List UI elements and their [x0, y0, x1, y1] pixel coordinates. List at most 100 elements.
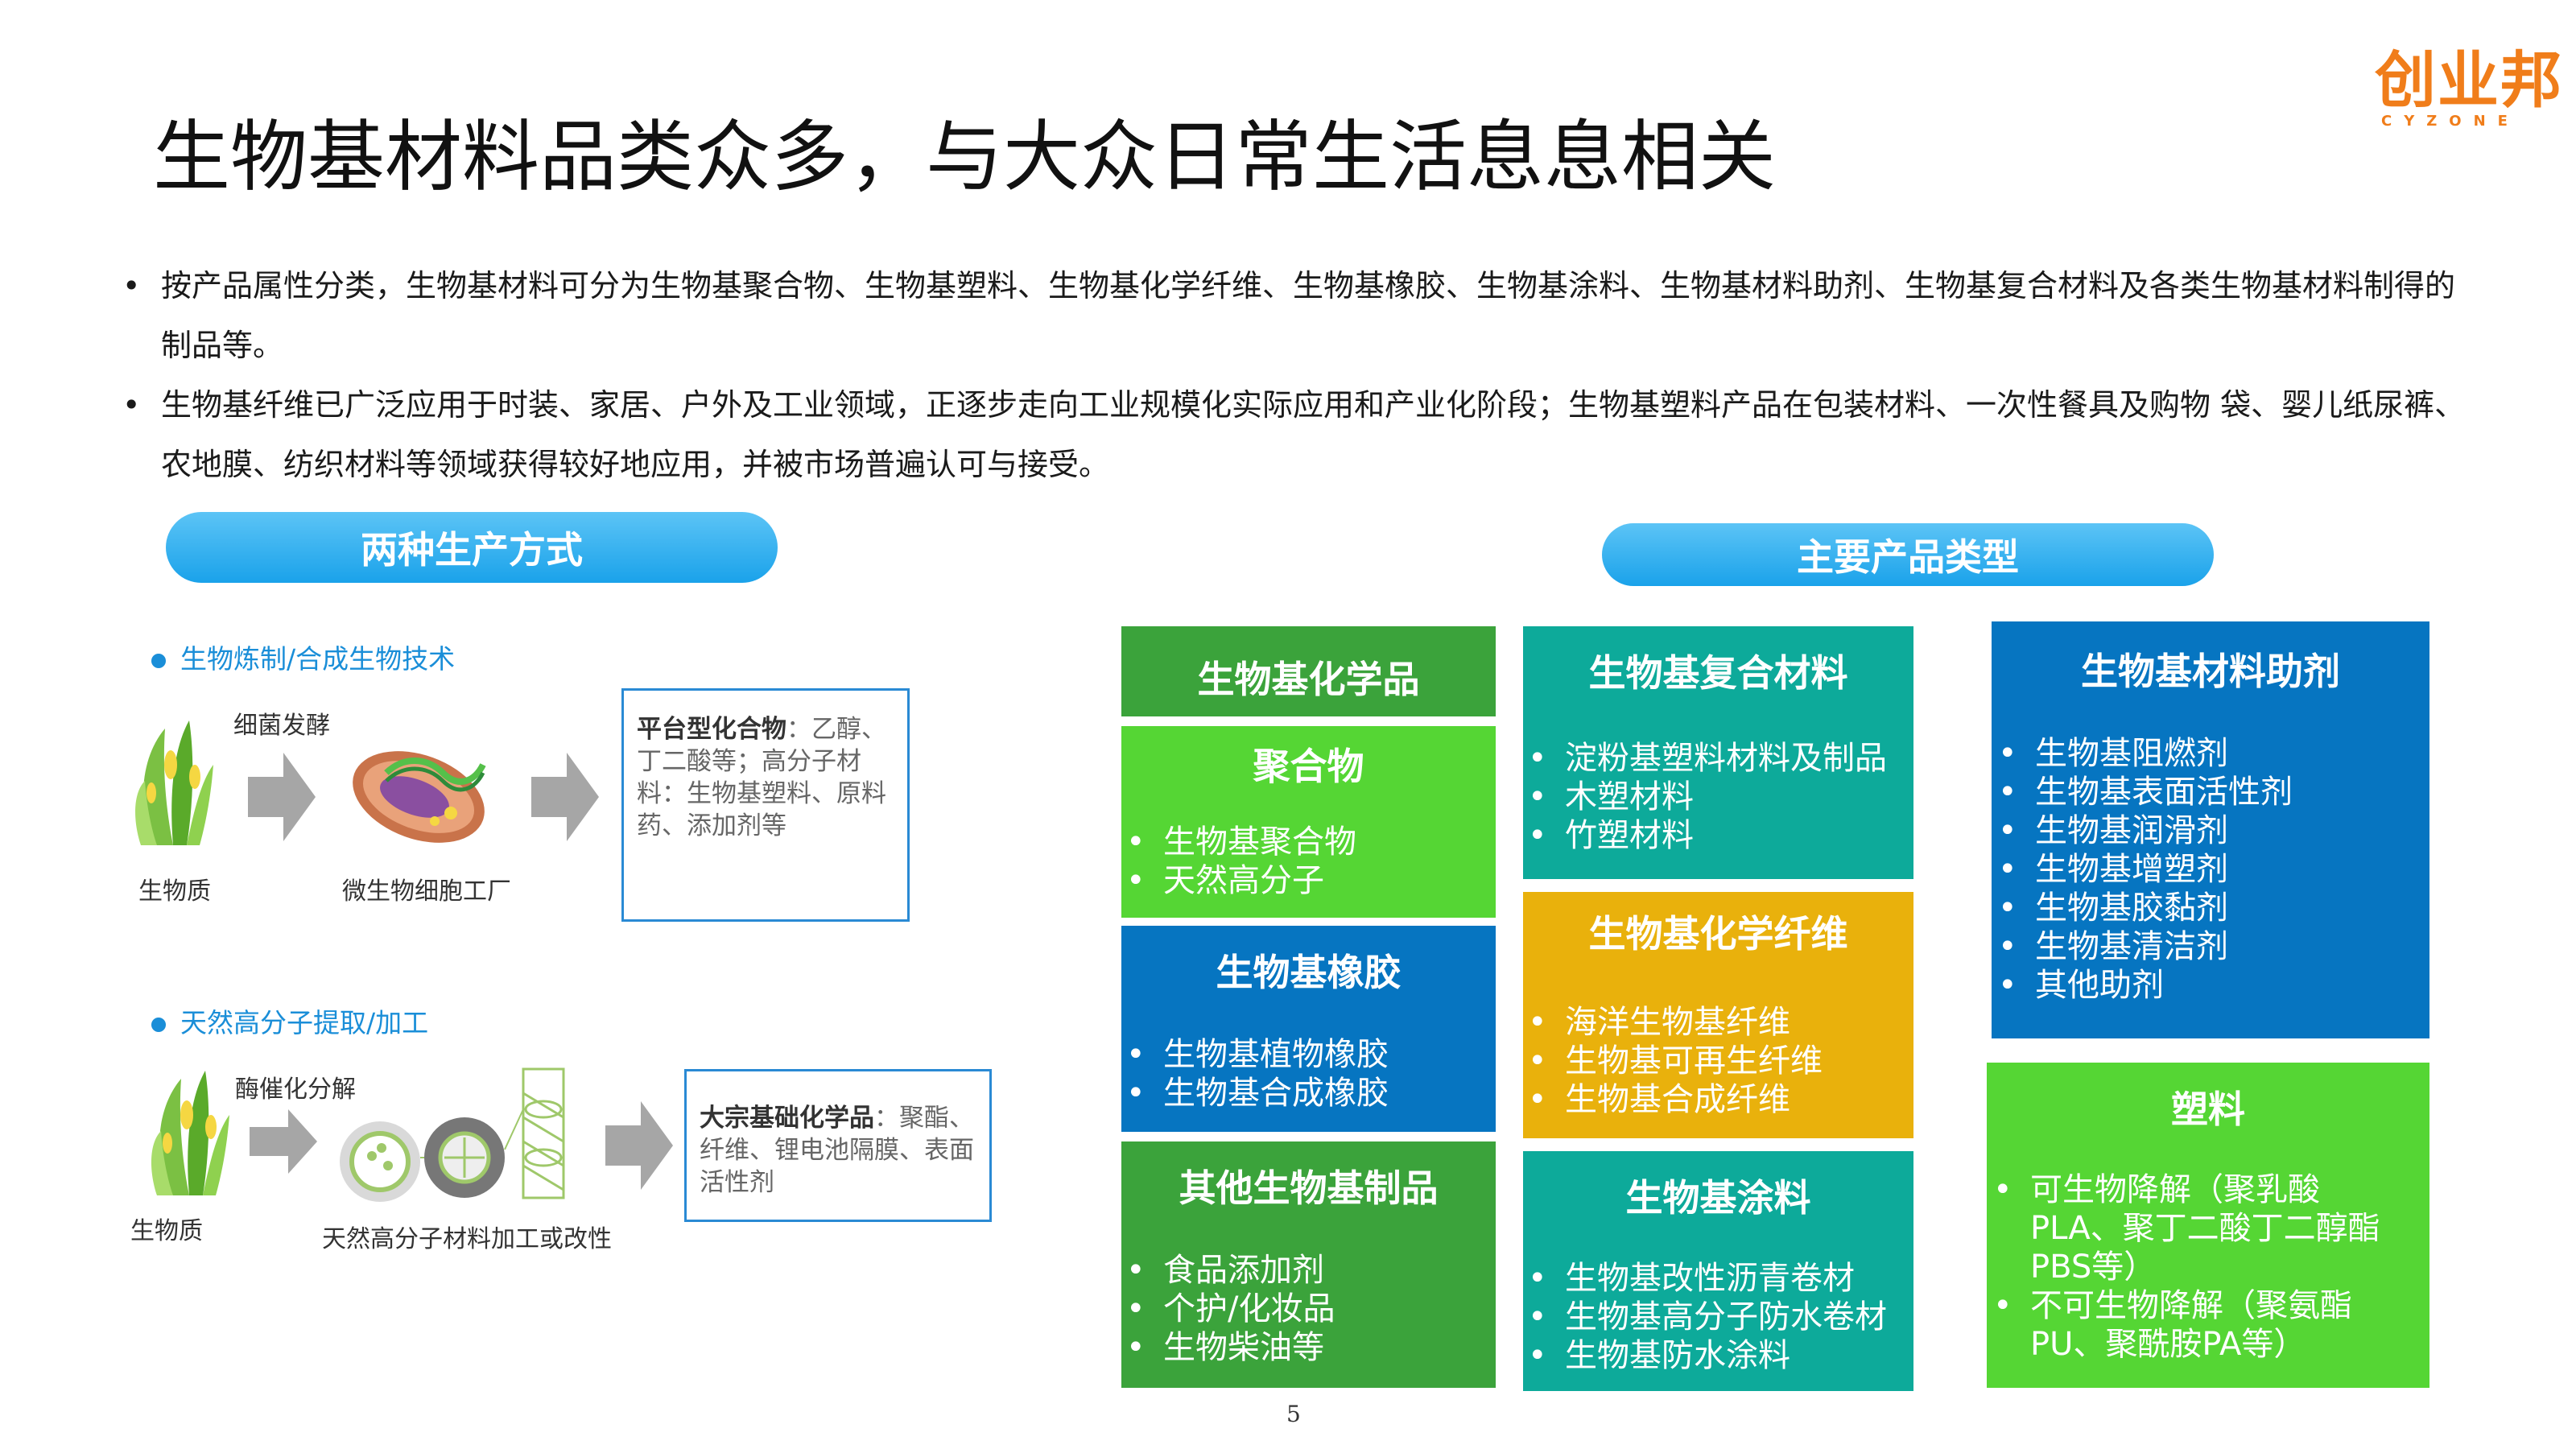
intro-bullet: •按产品属性分类，生物基材料可分为生物基聚合物、生物基塑料、生物基化学纤维、生物… — [121, 256, 2471, 375]
bullet-dot: • — [1528, 1260, 1547, 1297]
bullet-dot: • — [1528, 778, 1547, 815]
list-item-text: 不可生物降解（聚氨酯PU、聚酰胺PA等） — [2030, 1287, 2352, 1363]
card-list: •海洋生物基纤维 • 生物基可再生纤维 • 生物基合成纤维 — [1528, 1003, 1823, 1119]
list-item: • 淀粉基塑料材料及制品 — [1528, 739, 1887, 778]
card-list: •生物基改性沥青卷材 •生物基高分子防水卷材 •生物基防水涂料 — [1528, 1259, 1887, 1375]
list-item-text: 生物基清洁剂 — [2035, 928, 2228, 965]
bullet-dot: • — [1126, 1329, 1146, 1366]
method1-title: 生物炼制/合成生物技术 — [151, 638, 455, 676]
card-list: • 生物基植物橡胶 •生物基合成橡胶 — [1126, 1035, 1389, 1113]
method-dot — [151, 653, 166, 668]
card-polymer: 聚合物 •生物基聚合物 •天然高分子 — [1121, 726, 1496, 918]
gray-arrow-icon — [531, 753, 599, 841]
bullet-text: 生物基纤维已广泛应用于时装、家居、户外及工业领域，正逐步走向工业规模化实际应用和… — [161, 387, 2466, 482]
plant-icon — [135, 720, 213, 845]
list-item: •生物基合成橡胶 — [1126, 1074, 1389, 1113]
card-list: •可生物降解（聚乳酸 PLA、聚丁二酸丁二醇酯 PBS等） •不可生物降解（聚氨… — [1993, 1170, 2420, 1364]
bullet-dot: • — [1528, 1081, 1547, 1118]
list-item: • 生物基阻燃剂 — [1998, 734, 2293, 773]
card-plastic: 塑料 •可生物降解（聚乳酸 PLA、聚丁二酸丁二醇酯 PBS等） •不可生物降解… — [1987, 1063, 2429, 1388]
list-item: • 生物基高分子防水卷材 — [1528, 1298, 1887, 1336]
card-title: 生物基化学品 — [1197, 658, 1420, 701]
bullet-dot: • — [1998, 967, 2017, 1004]
list-item: • 竹塑材料 — [1528, 816, 1887, 855]
list-item: • 生物基润滑剂 — [1998, 811, 2293, 850]
production-methods-header: 两种生产方式 — [166, 512, 778, 583]
method2-box-text: 聚酯、纤维、锂电池隔膜、表面活性剂 — [700, 1104, 974, 1197]
card-title: 生物基橡胶 — [1216, 951, 1402, 994]
bullet-dot: • — [1993, 1287, 2013, 1324]
card-bio-fiber: 生物基化学纤维 •海洋生物基纤维 •生物基可再生纤维 •生物基合成纤维 — [1523, 892, 1913, 1138]
method1-box-text: 乙醇、丁二酸等；高分子材料：生物基塑料、原料药、添加剂等 — [637, 715, 886, 840]
card-bio-additive: 生物基材料助剂 •生物基阻燃剂 •生物基表面活性剂 •生物基润滑剂 •生物基增塑… — [1992, 621, 2429, 1038]
list-item-text: 天然高分子 — [1163, 862, 1324, 899]
list-item-text: 生物基合成纤维 — [1565, 1081, 1790, 1118]
card-title: 生物基涂料 — [1625, 1176, 1811, 1220]
card-bio-chemicals: 生物基化学品 — [1121, 626, 1496, 716]
bullet-dot: • — [1528, 817, 1547, 854]
bullet-dot: • — [1528, 1298, 1547, 1335]
list-item: • 生物基表面活性剂 — [1998, 773, 2293, 811]
method-dot — [151, 1017, 166, 1032]
list-item: • 不可生物降解（聚氨酯PU、聚酰胺PA等） — [1993, 1286, 2420, 1364]
fiber-structure-icon — [340, 1067, 565, 1202]
list-item: • 生物基植物橡胶 — [1126, 1035, 1389, 1074]
bullet-dot: • — [1998, 735, 2017, 772]
list-item-text: 食品添加剂 — [1163, 1252, 1324, 1289]
bullet-dot: • — [1528, 1004, 1547, 1041]
bullet-dot: • — [1528, 740, 1547, 777]
card-title: 其他生物基制品 — [1179, 1166, 1439, 1210]
method1-mid-label: 微生物细胞工厂 — [342, 877, 511, 906]
list-item-text: 竹塑材料 — [1565, 817, 1694, 854]
card-list: • 生物基阻燃剂 • 生物基表面活性剂 • 生物基润滑剂 •生物基增塑剂 • 生物基胶黏… — [1998, 734, 2293, 1005]
bullet-dot: • — [1126, 1290, 1146, 1327]
card-bio-rubber: 生物基橡胶 • 生物基植物橡胶 •生物基合成橡胶 — [1121, 926, 1496, 1132]
logo-text: 创业邦 — [2375, 44, 2563, 116]
bullet-dot: • — [1998, 890, 2017, 927]
list-item: • 生物基可再生纤维 — [1528, 1042, 1823, 1080]
list-item: • 生物基合成纤维 — [1528, 1080, 1823, 1119]
list-item-text: 生物基阻燃剂 — [2035, 735, 2228, 772]
bullet-dot: • — [1126, 1036, 1146, 1073]
method1-box-sep: ： — [786, 715, 811, 744]
list-item-text: 生物基可再生纤维 — [1565, 1042, 1823, 1080]
method1-title-text: 生物炼制/合成生物技术 — [180, 643, 456, 675]
method1-result-box: 平台型化合物：乙醇、丁二酸等；高分子材料：生物基塑料、原料药、添加剂等 — [621, 688, 910, 922]
page-number: 5 — [1286, 1401, 1301, 1427]
list-item: •个护/化妆品 — [1126, 1290, 1335, 1328]
list-item: • 其他助剂 — [1998, 966, 2293, 1005]
gray-arrow-icon — [248, 753, 316, 841]
method1-source-label: 生物质 — [138, 877, 211, 906]
list-item: •生物基清洁剂 — [1998, 927, 2293, 966]
bullet-dot: • — [1126, 824, 1146, 861]
card-bio-coating: 生物基涂料 •生物基改性沥青卷材 •生物基高分子防水卷材 •生物基防水涂料 — [1523, 1151, 1913, 1391]
list-item: •生物柴油等 — [1126, 1328, 1335, 1367]
list-item-text: 淀粉基塑料材料及制品 — [1565, 740, 1887, 777]
list-item: •生物基增塑剂 — [1998, 850, 2293, 889]
logo-subtext: CYZONE — [2381, 113, 2520, 130]
bullet-dot: • — [1998, 812, 2017, 849]
bullet-dot: • — [1993, 1171, 2013, 1208]
card-list: •生物基聚合物 •天然高分子 — [1126, 823, 1356, 900]
card-list: •食品添加剂 •个护/化妆品 •生物柴油等 — [1126, 1251, 1335, 1367]
list-item-text: 木塑材料 — [1565, 778, 1694, 815]
bullet-dot: • — [1528, 1042, 1547, 1080]
list-item: •食品添加剂 — [1126, 1251, 1335, 1290]
card-title: 生物基复合材料 — [1588, 651, 1848, 695]
method1-box-title: 平台型化合物 — [637, 715, 786, 744]
list-item-text: 生物基高分子防水卷材 — [1565, 1298, 1887, 1335]
list-item-text: 生物基胶黏剂 — [2035, 890, 2228, 927]
list-item-text: 生物基表面活性剂 — [2035, 774, 2293, 811]
bacteria-icon — [353, 751, 486, 843]
bullet-dot: • — [1998, 774, 2017, 811]
page-title: 生物基材料品类众多，与大众日常生活息息相关 — [153, 112, 1776, 202]
method2-box-title: 大宗基础化学品 — [700, 1104, 874, 1133]
bullet-dot: • — [1126, 862, 1146, 899]
list-item-text: 生物基植物橡胶 — [1163, 1036, 1389, 1073]
list-item-text: 生物基润滑剂 — [2035, 812, 2228, 849]
method2-result-box: 大宗基础化学品：聚酯、纤维、锂电池隔膜、表面活性剂 — [684, 1069, 992, 1222]
list-item-text: 其他助剂 — [2035, 967, 2164, 1004]
list-item: • 木塑材料 — [1528, 778, 1887, 816]
list-item: •海洋生物基纤维 — [1528, 1003, 1823, 1042]
plant-icon — [151, 1071, 229, 1195]
